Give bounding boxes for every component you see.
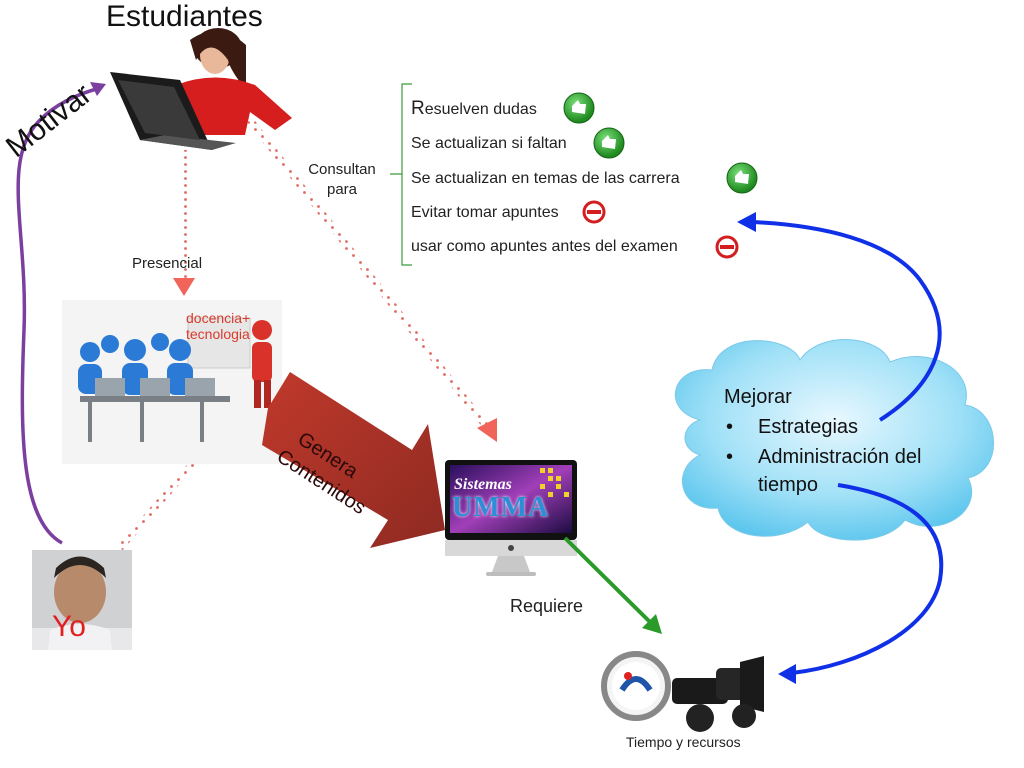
benefit-item-3: Se actualizan en temas de las carrera bbox=[411, 170, 680, 187]
cloud-bullet-2: • bbox=[726, 446, 734, 468]
consultan-label-line1: Consultan bbox=[308, 161, 376, 178]
mejorar-cloud bbox=[674, 339, 994, 541]
genera-contenidos-arrow bbox=[262, 372, 445, 548]
logo-sistemas: Sistemas bbox=[454, 476, 512, 493]
benefit-icons bbox=[563, 92, 758, 259]
tiempo-blue-arrow-head bbox=[778, 664, 796, 684]
motivar-arrow-head bbox=[90, 82, 106, 96]
benefit-item-1-initial: R bbox=[411, 98, 425, 119]
requiere-arrow-head bbox=[642, 614, 662, 634]
tiempo-recursos-label: Tiempo y recursos bbox=[626, 734, 741, 750]
cloud-heading: Mejorar bbox=[724, 386, 792, 408]
estrategias-blue-arrow bbox=[751, 220, 942, 422]
yo-photo bbox=[32, 550, 132, 650]
presencial-arrow-head bbox=[173, 278, 195, 296]
consultan-arrow-head bbox=[477, 418, 497, 442]
thumbs-up-icon bbox=[726, 162, 758, 194]
minus-circle-icon bbox=[582, 200, 606, 224]
docencia-label-line2: tecnologia bbox=[186, 326, 250, 342]
diagram-title: Estudiantes bbox=[106, 0, 263, 33]
benefit-item-2: Se actualizan si faltan bbox=[411, 135, 567, 152]
motivar-arrow bbox=[16, 86, 101, 545]
docencia-label: docencia+ tecnologia bbox=[186, 310, 250, 342]
minus-circle-icon bbox=[715, 235, 739, 259]
classroom-illustration bbox=[62, 300, 282, 464]
docencia-label-line1: docencia+ bbox=[186, 310, 251, 326]
yo-label: Yo bbox=[52, 610, 86, 643]
tiempo-blue-arrow bbox=[791, 483, 944, 675]
requiere-label: Requiere bbox=[510, 596, 584, 616]
cloud-item-1: Estrategias bbox=[758, 416, 859, 438]
benefits-bracket bbox=[390, 83, 412, 266]
benefit-item-1-text: esuelven dudas bbox=[424, 101, 537, 118]
requiere-arrow bbox=[563, 536, 652, 624]
consultan-arrow bbox=[247, 117, 488, 428]
estrategias-blue-arrow-head bbox=[737, 212, 756, 232]
clock-camera-illustration bbox=[601, 651, 764, 732]
cloud-item-3: tiempo bbox=[758, 474, 819, 496]
cloud-item-2: Administración del bbox=[758, 446, 922, 468]
benefit-item-4: Evitar tomar apuntes bbox=[411, 204, 559, 221]
thumbs-up-icon bbox=[563, 92, 595, 124]
cloud-bullet-1: • bbox=[726, 416, 734, 438]
benefit-item-1: Resuelven dudas bbox=[411, 98, 537, 120]
presencial-label: Presencial bbox=[132, 255, 203, 272]
logo-umma: UMMA bbox=[452, 492, 550, 523]
consultan-label-line2: para bbox=[326, 181, 358, 198]
thumbs-up-icon bbox=[593, 127, 625, 159]
benefit-item-5: usar como apuntes antes del examen bbox=[411, 238, 678, 255]
student-laptop-illustration bbox=[110, 28, 292, 150]
consultan-label: Consultan para bbox=[302, 160, 382, 200]
imac-sistemas-umma bbox=[445, 460, 577, 576]
